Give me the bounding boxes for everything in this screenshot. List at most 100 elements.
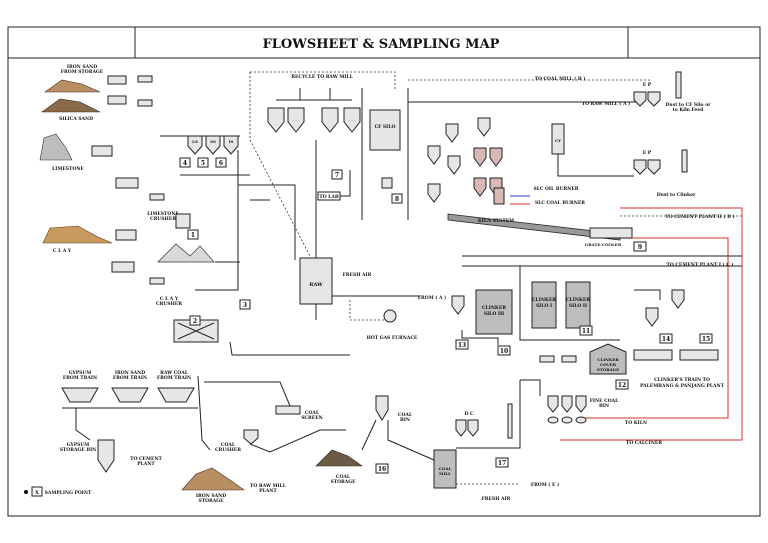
sampling-points: 1 2 3 4 5 6 7 8 9 10 11 12 13 14 15 16 1… [179,157,713,474]
cf-silo-label: CF SILO [375,124,396,130]
sampling-point-2: 2 [193,318,197,325]
legend-label: SAMPLING POINT [45,490,92,496]
label-silica-sand: SILICA SAND [59,116,93,122]
label-iron-sand-from-storage-2: FROM STORAGE [61,69,104,75]
gypsum-from-train-1: GYPSUM [69,370,92,376]
label-ep-mid: E P [643,150,652,156]
sampling-point-4: 4 [183,160,187,167]
gypsum-storage-bin-2: STORAGE BIN [60,447,97,453]
label-fresh-air-top: FRESH AIR [343,272,372,278]
red-air-lines [560,207,743,441]
label-to-lab: TO LAB [319,194,338,200]
hopper-ls-label: LS [192,139,198,144]
page-title: FLOWSHEET & SAMPLING MAP [263,37,500,52]
coal-mill-label-1: COAL [439,466,452,471]
clinker-silo-3 [475,289,513,335]
iron-sand-storage-2: STORAGE [198,498,224,504]
electrostatic-precipitators: E P Dust to CF Silo or to Kiln Feed E P … [580,71,712,198]
clinker-cover-storage-3: STORAGE [597,367,619,372]
hopper-ss-label: SS [210,139,216,144]
sampling-point-3: 3 [243,302,247,309]
raw-material-piles [39,79,113,244]
clinker-cover-storage-1: CLINKER [597,357,619,362]
sampling-point-1: 1 [191,232,195,239]
hot-gas-furnace [383,309,397,323]
label-from-e: FROM ( E ) [531,481,559,488]
legend-box [31,486,43,497]
iron-sand-storage-pile [181,467,245,491]
iron-sand-pile [44,79,101,93]
sampling-point-12: 12 [618,382,626,389]
sampling-point-9: 9 [638,244,642,251]
sampling-point-13: 13 [458,342,466,349]
sampling-point-14: 14 [662,336,670,343]
coal-mill-area: FINE COAL BIN TO KILN TO CALCINER COAL B… [375,379,662,502]
coal-storage-1: COAL [336,474,351,480]
grate-cooler [589,227,633,239]
label-grate-cooler: GRATE COOLER [585,242,622,247]
label-from-a: FROM ( A ) [418,294,446,301]
sampling-point-10: 10 [500,348,508,355]
receiving-area: GYPSUM FROM TRAIN IRON SAND FROM TRAIN R… [60,370,377,504]
legend: X SAMPLING POINT [24,486,92,497]
sampling-point-8: 8 [395,196,399,203]
label-iron-sand-from-storage-1: IRON SAND [67,64,97,70]
raw-mix-hoppers: LS SS IS [160,135,250,176]
label-dust-to-cf-2: to Kiln Feed [673,107,704,113]
coal-screen-1: COAL [305,410,320,416]
silica-sand-pile [41,98,101,113]
to-cement-plant-2: PLANT [137,461,155,467]
left-conveyors [195,150,350,356]
to-cement-plant-1: TO CEMENT [130,456,162,462]
sampling-point-5: 5 [201,160,205,167]
clinker-silo-1-label-1: CLINKER [532,297,556,303]
fine-coal-bin-label-1: FINE COAL [590,398,619,404]
coal-screen-2: SCREEN [301,415,323,421]
raw-mill-area: RECYCLE TO RAW MILL RAW CF SILO TO LAB F… [249,71,420,341]
label-slc-oil-burner: SLC OIL BURNER [533,186,578,192]
label-dust-to-clinker: Dust to Clinker [657,192,696,198]
label-limestone-crusher-2: CRUSHER [150,216,176,222]
label-clay: C L A Y [53,248,72,254]
gypsum-storage-bin-1: GYPSUM [67,442,90,448]
legend-x: X [35,490,39,496]
cy-label: CY [555,138,561,143]
raw-mill [299,257,333,305]
clinker-silo-1-label-2: SILO I [536,303,552,309]
sampling-point-15: 15 [702,336,710,343]
sampling-point-16: 16 [378,466,386,473]
label-limestone: LIMESTONE [52,166,84,172]
preheater-kiln: TO COAL MILL ( B ) TO RAW MILL ( A ) CY … [408,75,650,247]
clinker-cover-storage [589,343,627,375]
label-to-calciner: TO CALCINER [626,440,662,446]
clay-pile [42,225,113,244]
clinker-silo-2-label-1: CLINKER [566,297,590,303]
label-ep-top: E P [643,82,652,88]
coal-storage-2: STORAGE [330,479,356,485]
label-slc-coal-burner: SLC COAL BURNER [535,200,585,206]
limestone-stockpile [157,243,215,263]
sampling-point-11: 11 [582,328,590,335]
legend-dot [24,490,28,494]
sampling-point-17: 17 [498,460,506,467]
iron-sand-from-train-1: IRON SAND [115,370,145,376]
rotary-kiln [447,213,621,241]
iron-sand-from-train-2: FROM TRAIN [113,375,147,381]
fine-coal-bin-label-2: BIN [599,403,609,409]
coal-bin-label-2: BIN [400,417,410,423]
clinker-silo-3-label-1: CLINKER [482,305,506,311]
clinker-silo-3-label-2: SILO III [484,311,504,317]
label-to-cement-plant-2: TO CEMENT PLANT II ( D ) [665,213,734,220]
clinker-train-label-2: PALEMBANG & PANJANG PLANT [640,383,725,389]
loaders-trucks [91,75,165,285]
label-to-coal-mill-b: TO COAL MILL ( B ) [535,75,586,82]
label-hot-gas-furnace: HOT GAS FURNACE [367,335,418,341]
sampling-point-6: 6 [219,160,223,167]
to-raw-mill-plant-1: TO RAW MILL [250,483,287,489]
label-dust-to-cf-1: Dust to CF Silo or [666,102,712,108]
hopper-is-label: IS [229,139,234,144]
coal-mill-label-2: MILL [439,471,451,476]
coal-mill [433,449,457,489]
